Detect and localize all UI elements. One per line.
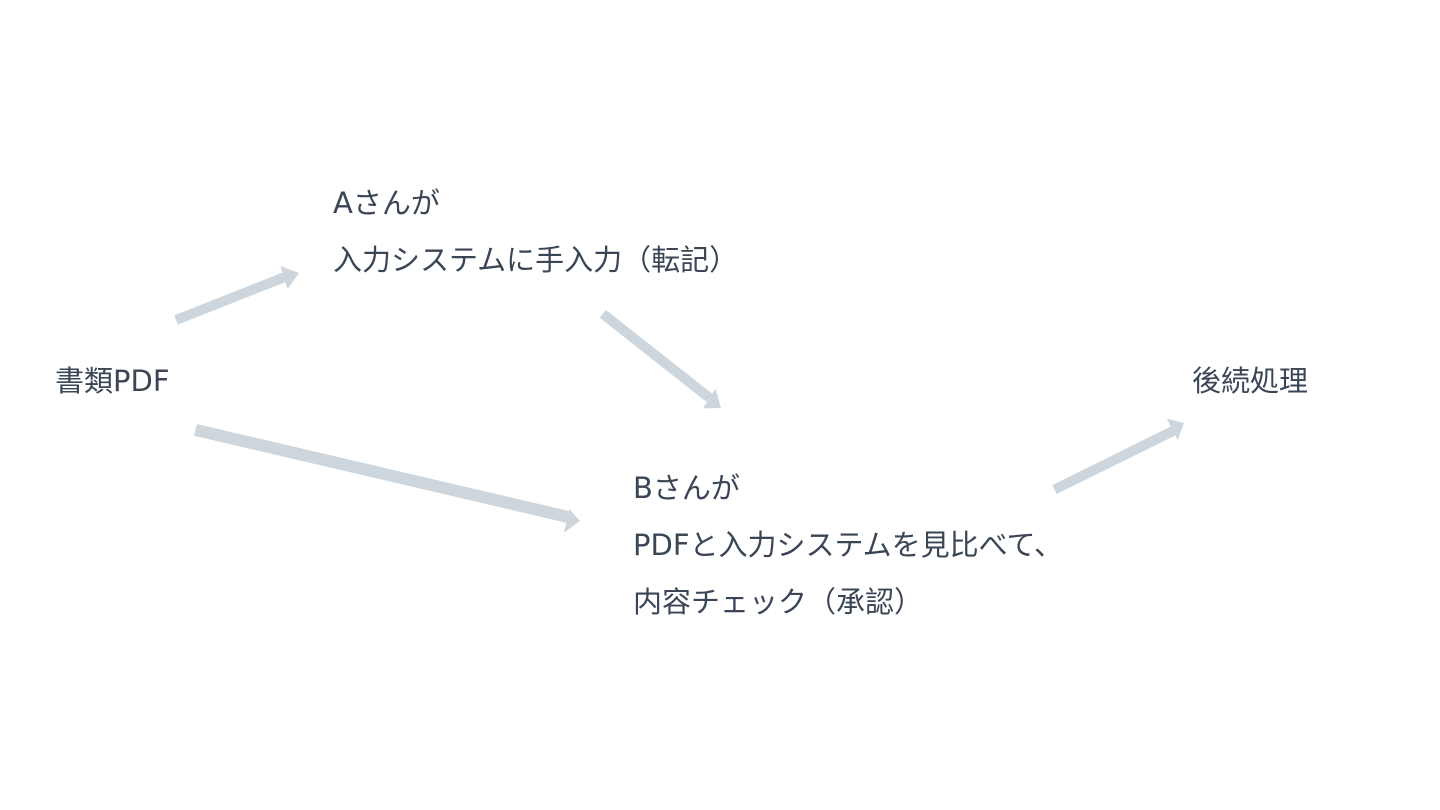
node-b-line-2: PDFと入力システムを見比べて、 — [633, 528, 1064, 562]
arrow-pdf-to-b — [194, 424, 580, 533]
node-a-line-2: 入力システムに手入力（転記） — [333, 243, 739, 277]
node-pdf-label: 書類PDF — [55, 364, 170, 398]
node-b-review-approval: Bさんが PDFと入力システムを見比べて、 内容チェック（承認） — [633, 460, 1063, 631]
node-a-manual-input: Aさんが 入力システムに手入力（転記） — [333, 175, 738, 289]
node-a-line-1: Aさんが — [333, 186, 440, 220]
node-next-label: 後続処理 — [1192, 364, 1309, 398]
node-subsequent-processing: 後続処理 — [1192, 353, 1308, 410]
node-b-line-1: Bさんが — [633, 471, 740, 505]
node-b-line-3: 内容チェック（承認） — [633, 585, 924, 619]
arrow-a-to-b — [599, 310, 721, 409]
arrow-b-to-next — [1052, 418, 1184, 494]
node-document-pdf: 書類PDF — [55, 353, 170, 410]
arrow-pdf-to-a — [174, 266, 299, 325]
